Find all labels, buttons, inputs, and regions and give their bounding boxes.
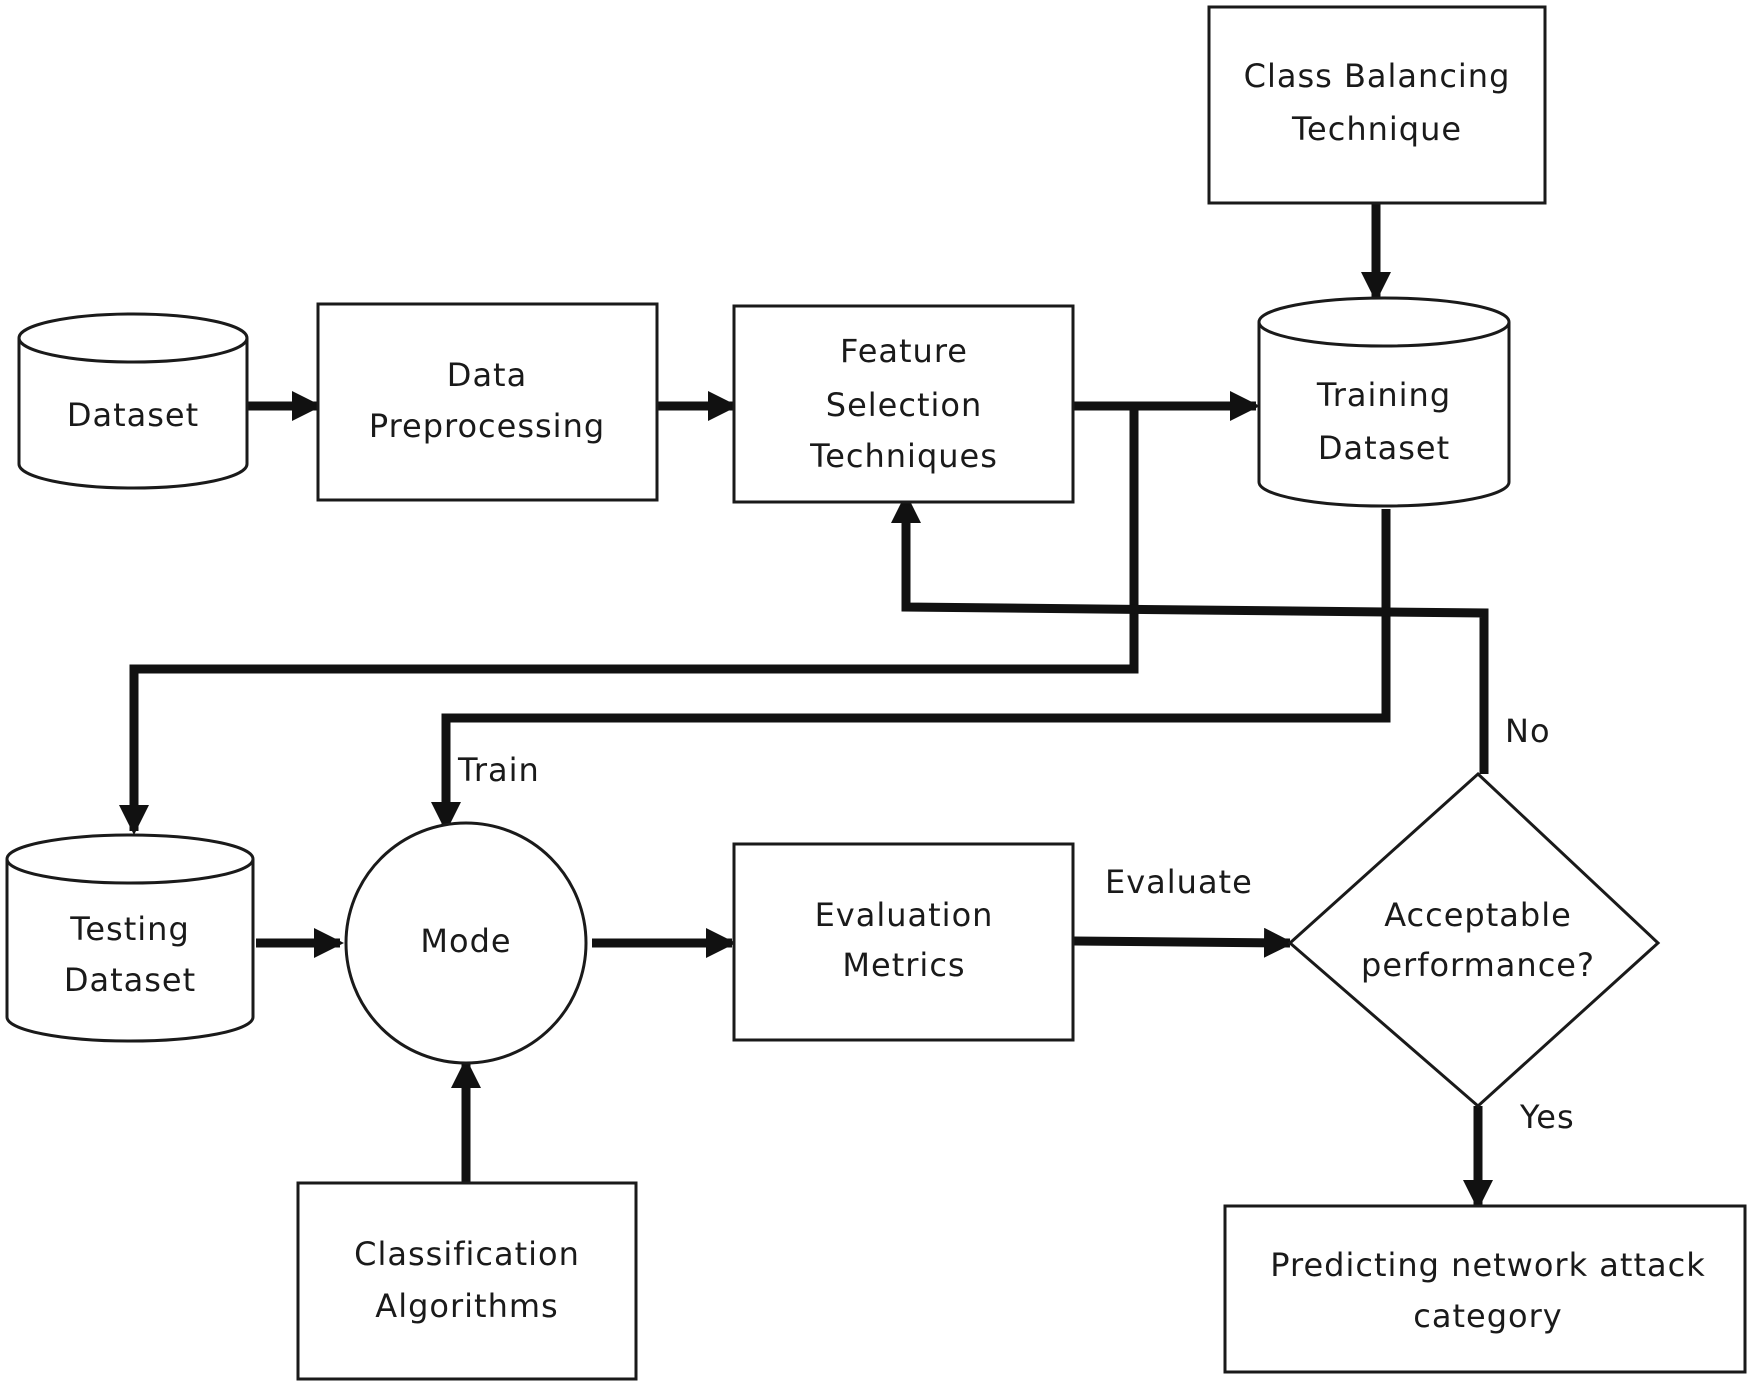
feature-selection-node: Feature Selection Techniques — [732, 304, 1075, 504]
decision-label-line2: performance? — [1361, 946, 1595, 984]
training-dataset-node: Training Dataset — [1257, 296, 1511, 508]
prediction-box — [1223, 1204, 1747, 1374]
evaluate-label: Evaluate — [1105, 863, 1253, 901]
dataset-node: Dataset — [17, 312, 249, 490]
prediction-node: Predicting network attack category — [1223, 1204, 1747, 1374]
prediction-label-line1: Predicting network attack — [1270, 1246, 1705, 1284]
yes-label: Yes — [1519, 1098, 1575, 1136]
feature-selection-label-line2: Selection — [826, 386, 982, 424]
testing-dataset-node: Testing Dataset — [5, 833, 255, 1043]
classification-algorithms-box — [296, 1181, 638, 1381]
data-preprocessing-node: Data Preprocessing — [316, 302, 659, 502]
classification-algorithms-label-line2: Algorithms — [375, 1287, 558, 1325]
connectors — [119, 204, 1493, 1210]
testing-dataset-cylinder — [5, 833, 255, 1043]
feature-selection-label-line1: Feature — [840, 332, 968, 370]
data-preprocessing-box — [316, 302, 659, 502]
training-dataset-cylinder — [1257, 296, 1511, 508]
feature-selection-label-line3: Techniques — [809, 437, 998, 475]
testing-dataset-label-line1: Testing — [69, 910, 190, 948]
evaluation-metrics-node: Evaluation Metrics — [732, 842, 1075, 1042]
class-balancing-node: Class Balancing Technique — [1207, 5, 1547, 205]
dataset-cylinder-rim — [17, 337, 249, 364]
class-balancing-box — [1207, 5, 1547, 205]
model-node: Mode — [344, 821, 588, 1065]
class-balancing-label-line1: Class Balancing — [1244, 57, 1511, 95]
arrow-feature-selection-to-testing — [119, 406, 1139, 835]
training-dataset-label-line2: Dataset — [1318, 429, 1450, 467]
prediction-label-line2: category — [1413, 1297, 1562, 1335]
model-circle — [344, 821, 588, 1065]
testing-dataset-label-line2: Dataset — [64, 961, 196, 999]
edge-labels: Train Evaluate No Yes — [457, 712, 1575, 1136]
data-preprocessing-label-line1: Data — [447, 356, 527, 394]
training-dataset-cylinder-rim — [1257, 321, 1511, 348]
training-dataset-label-line1: Training — [1316, 376, 1451, 414]
evaluation-metrics-label-line1: Evaluation — [815, 896, 994, 934]
no-label: No — [1505, 712, 1551, 750]
arrow-evaluation-to-decision — [1073, 927, 1294, 958]
classification-algorithms-node: Classification Algorithms — [296, 1181, 638, 1381]
model-label: Mode — [420, 922, 511, 960]
evaluation-metrics-label-line2: Metrics — [842, 946, 965, 984]
train-label: Train — [457, 751, 540, 789]
arrow-decision-no-to-feature-selection — [891, 493, 1489, 774]
classification-algorithms-label-line1: Classification — [354, 1235, 580, 1273]
evaluation-metrics-box — [732, 842, 1075, 1042]
dataset-label: Dataset — [67, 396, 199, 434]
feature-selection-box — [732, 304, 1075, 504]
class-balancing-label-line2: Technique — [1291, 110, 1462, 148]
decision-node: Acceptable performance? — [1287, 771, 1661, 1109]
data-preprocessing-label-line2: Preprocessing — [369, 407, 605, 445]
decision-label-line1: Acceptable — [1384, 896, 1572, 934]
testing-dataset-cylinder-rim — [5, 858, 255, 885]
decision-diamond — [1287, 771, 1661, 1109]
